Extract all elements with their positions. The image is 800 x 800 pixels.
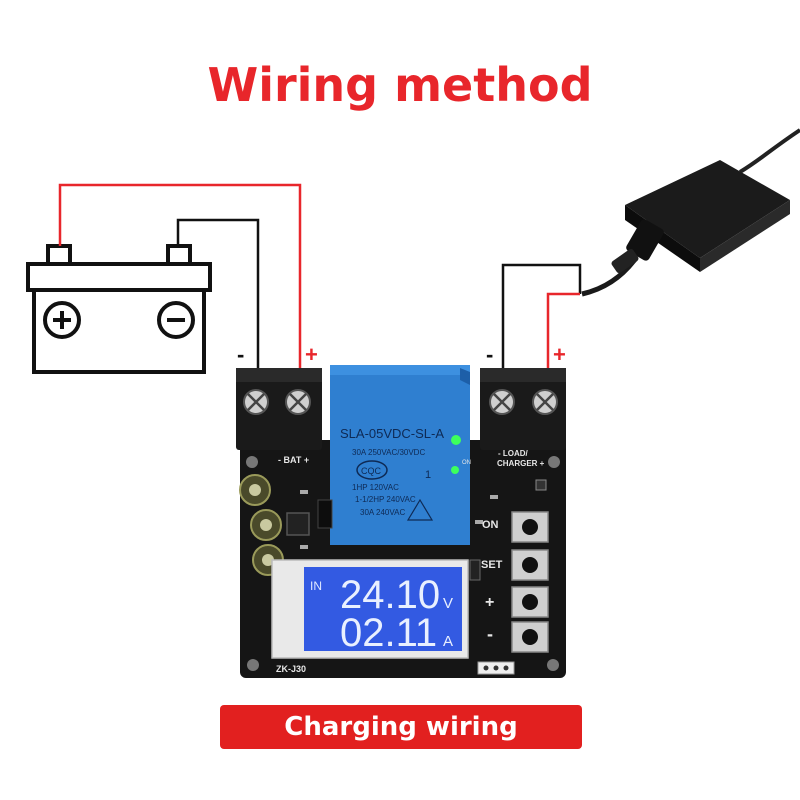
bat-label: - BAT +: [278, 455, 309, 465]
status-led: [451, 435, 461, 445]
minus-button[interactable]: [511, 621, 549, 653]
inductor: [286, 512, 310, 536]
relay-line3: 1-1/2HP 240VAC: [355, 495, 416, 504]
load-label: - LOAD/: [498, 449, 529, 458]
plus-button[interactable]: [511, 586, 549, 618]
header-pins: [477, 661, 515, 675]
charger-negative-wire: [501, 263, 582, 378]
plus-label: +: [485, 594, 494, 611]
led-label: ON: [462, 460, 471, 466]
set-label: SET: [481, 559, 503, 571]
battery-positive-wire: [58, 183, 302, 378]
charger-label: CHARGER +: [497, 459, 545, 468]
smd-components: [300, 479, 547, 581]
lcd-current: 02.11: [340, 611, 437, 655]
on-button[interactable]: [511, 511, 549, 543]
battery-wire-plus-label: +: [305, 342, 318, 367]
relay: SLA-05VDC-SL-A 30A 250VAC/30VDC CQC 1 1H…: [330, 365, 470, 545]
relay-cert: CQC: [361, 466, 382, 476]
battery-terminal-block: [236, 368, 322, 450]
on-label: ON: [482, 519, 499, 531]
page-title: Wiring method: [207, 58, 593, 112]
lcd-current-unit: A: [443, 633, 453, 650]
charger-terminal-block: [480, 368, 566, 450]
relay-line4: 30A 240VAC: [360, 508, 405, 517]
battery-wire-minus-label: -: [237, 342, 244, 367]
ic-chip: [317, 499, 333, 529]
relay-mark: 1: [425, 469, 431, 481]
relay-model: SLA-05VDC-SL-A: [340, 426, 444, 441]
model-label: ZK-J30: [276, 664, 306, 674]
caption-banner: Charging wiring diagram: [220, 705, 582, 786]
charger-wire-plus-label: +: [553, 342, 566, 367]
lcd-display: IN 24.10 V 02.11 A: [271, 559, 469, 659]
lcd-in-label: IN: [310, 579, 322, 593]
set-button[interactable]: [511, 549, 549, 581]
relay-line2: 1HP 120VAC: [352, 483, 399, 492]
charger-positive-wire: [546, 292, 580, 378]
lcd-voltage: 24.10: [340, 573, 440, 617]
power-adapter-icon: [581, 128, 800, 297]
charger-wire-minus-label: -: [486, 342, 493, 367]
minus-label: -: [487, 624, 493, 644]
relay-rating: 30A 250VAC/30VDC: [352, 448, 425, 457]
battery-negative-wire: [176, 218, 260, 378]
battery-icon: [26, 244, 212, 374]
lcd-voltage-unit: V: [443, 595, 453, 612]
on-led: [451, 466, 459, 474]
